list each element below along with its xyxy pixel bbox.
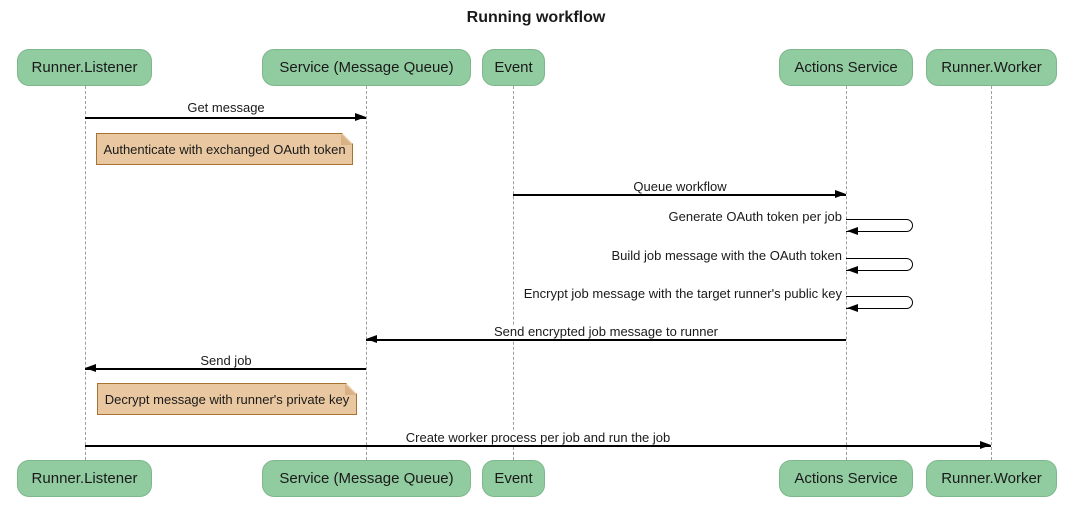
participant-actions-service-bottom: Actions Service — [779, 460, 913, 497]
arrowhead-left-icon — [847, 227, 858, 235]
arrowhead-right-icon — [355, 113, 366, 121]
message-line — [85, 445, 991, 447]
message-line — [85, 117, 366, 119]
message-label: Generate OAuth token per job — [665, 209, 845, 224]
lifeline-runner-worker — [991, 86, 992, 460]
arrowhead-left-icon — [847, 266, 858, 274]
message-line — [366, 339, 846, 341]
self-loop-line — [846, 296, 913, 309]
participant-service-message-queue-top: Service (Message Queue) — [262, 49, 471, 86]
message-label: Send encrypted job message to runner — [490, 325, 722, 339]
participant-runner-listener-top: Runner.Listener — [17, 49, 152, 86]
message-label: Build job message with the OAuth token — [608, 248, 845, 263]
message-line — [85, 368, 366, 370]
arrowhead-right-icon — [835, 190, 846, 198]
note-fold-icon — [345, 384, 356, 395]
arrowhead-left-icon — [847, 304, 858, 312]
message-label: Queue workflow — [630, 180, 730, 194]
note-decrypt: Decrypt message with runner's private ke… — [97, 383, 357, 415]
note-fold-icon — [341, 134, 352, 145]
lifeline-runner-listener — [85, 86, 86, 460]
participant-runner-worker-bottom: Runner.Worker — [926, 460, 1057, 497]
message-label: Get message — [184, 101, 268, 115]
lifeline-actions-service — [846, 86, 847, 460]
diagram-title: Running workflow — [466, 9, 606, 26]
lifeline-event — [513, 86, 514, 460]
participant-runner-worker-top: Runner.Worker — [926, 49, 1057, 86]
message-label: Create worker process per job and run th… — [402, 431, 674, 445]
participant-service-message-queue-bottom: Service (Message Queue) — [262, 460, 471, 497]
participant-event-top: Event — [482, 49, 545, 86]
message-label: Send job — [197, 354, 255, 368]
participant-actions-service-top: Actions Service — [779, 49, 913, 86]
note-authenticate: Authenticate with exchanged OAuth token — [96, 133, 353, 165]
self-loop-line — [846, 258, 913, 271]
participant-runner-listener-bottom: Runner.Listener — [17, 460, 152, 497]
participant-event-bottom: Event — [482, 460, 545, 497]
message-label: Encrypt job message with the target runn… — [520, 286, 845, 301]
arrowhead-right-icon — [980, 441, 991, 449]
note-label: Decrypt message with runner's private ke… — [104, 392, 350, 407]
message-line — [513, 194, 846, 196]
note-label: Authenticate with exchanged OAuth token — [103, 142, 346, 157]
lifeline-service-message-queue — [366, 86, 367, 460]
arrowhead-left-icon — [366, 335, 377, 343]
arrowhead-left-icon — [85, 364, 96, 372]
self-loop-line — [846, 219, 913, 232]
